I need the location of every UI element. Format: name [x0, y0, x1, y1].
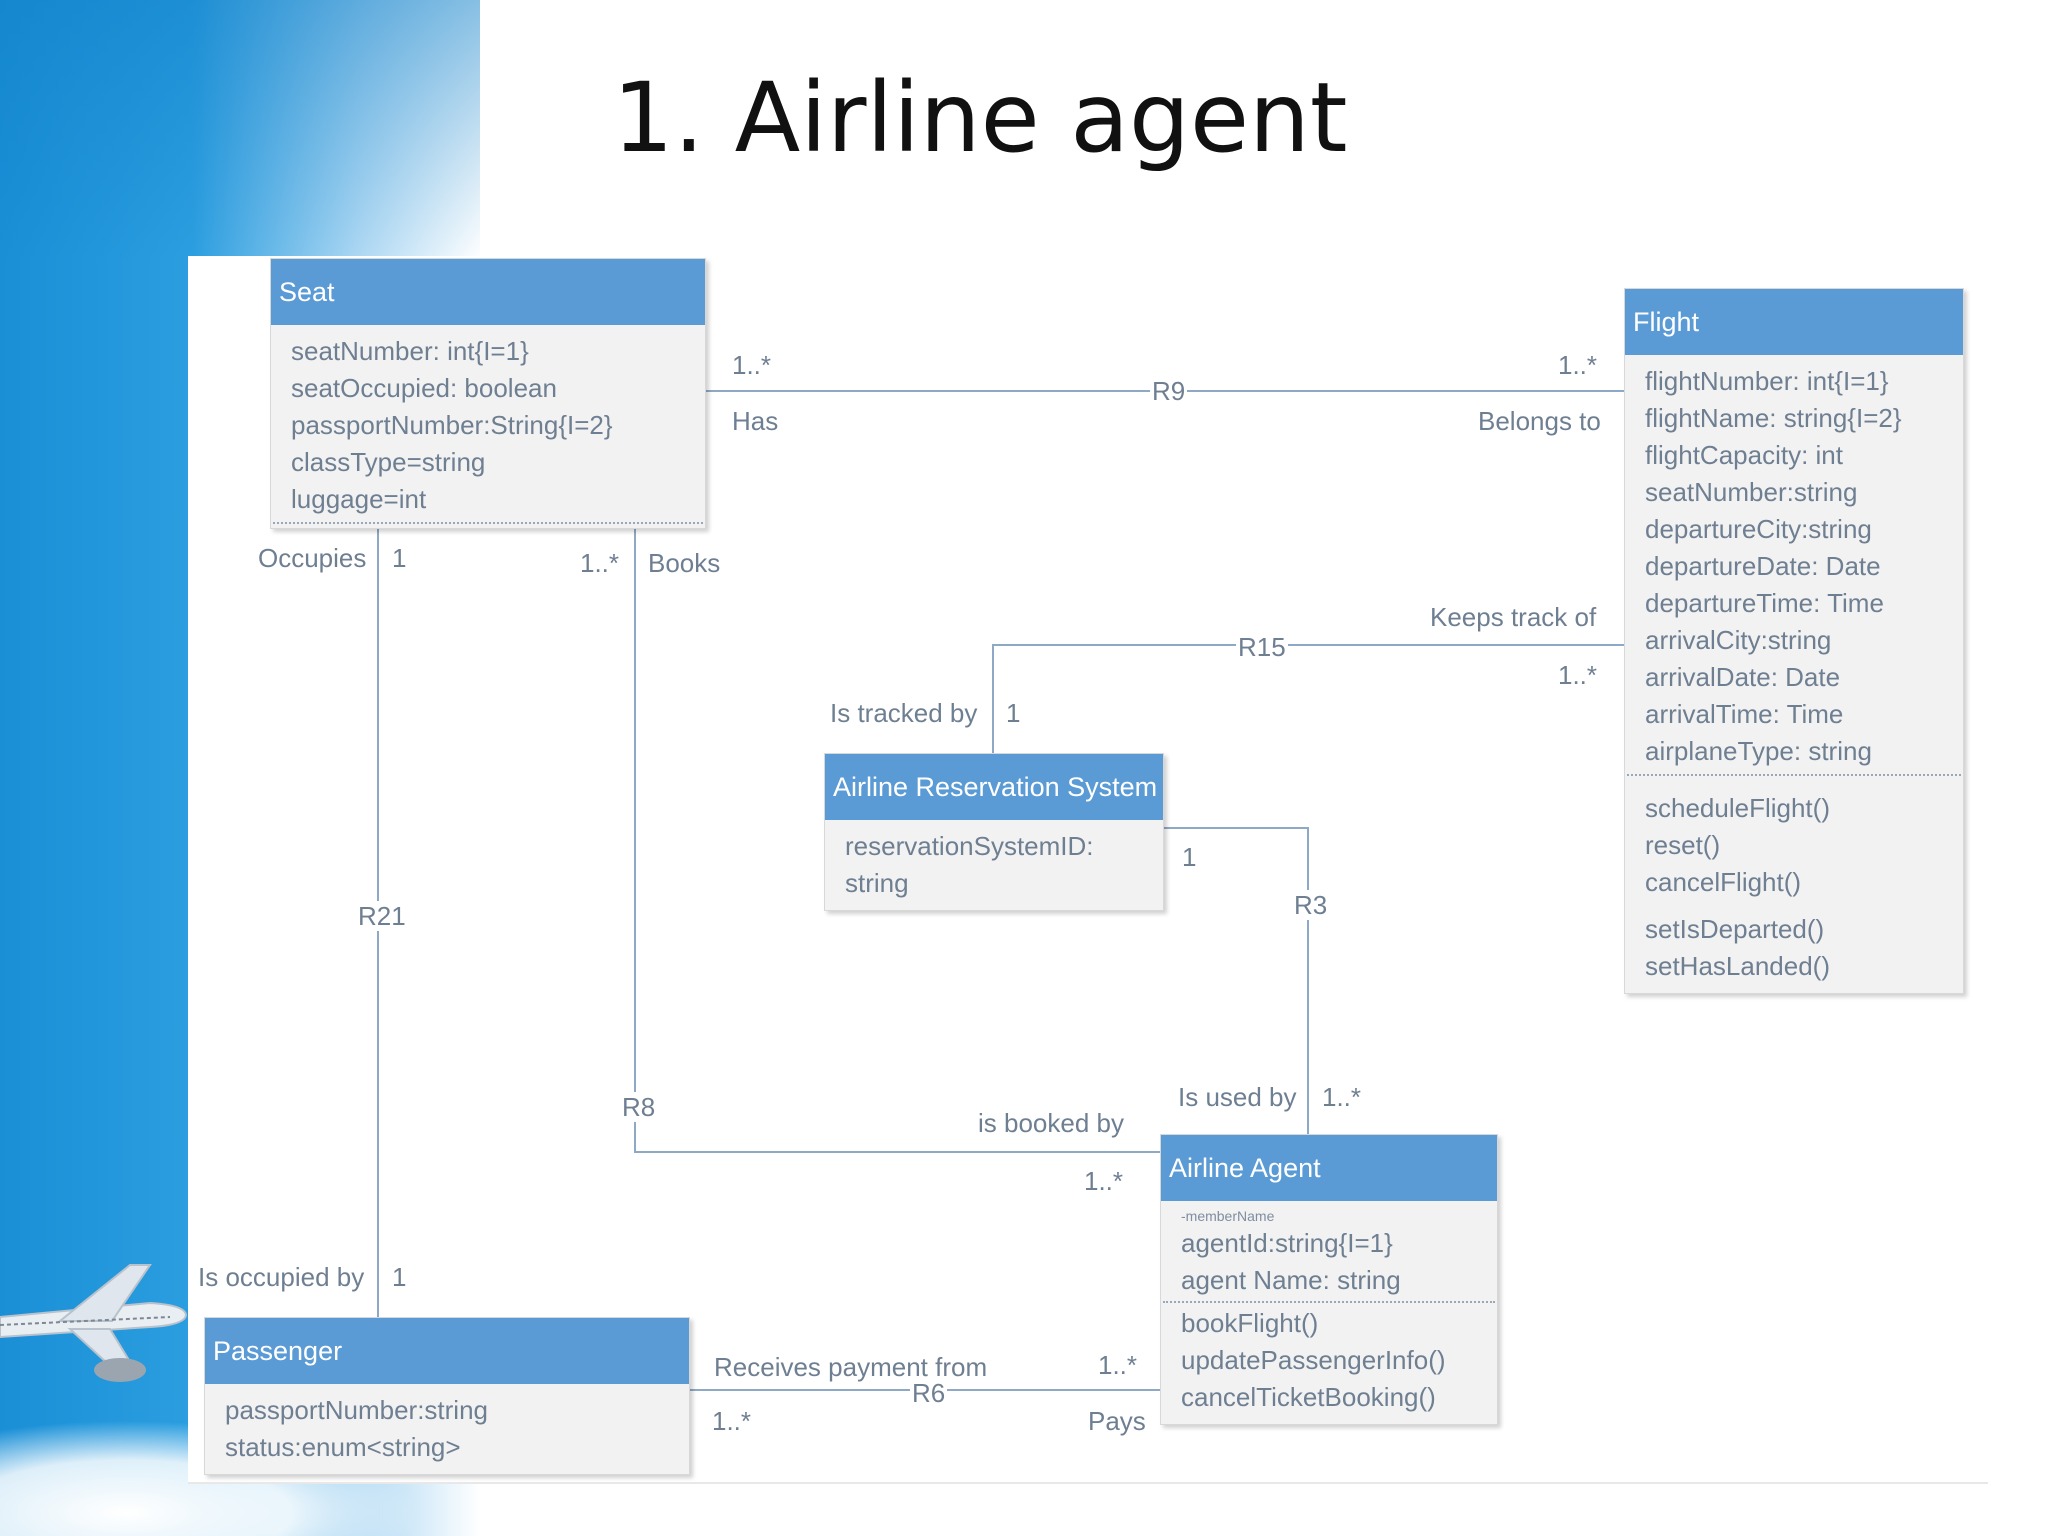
relationship-id-r8: R8	[620, 1092, 658, 1122]
relationship-id-r21: R21	[356, 901, 408, 931]
flight-attribute: departureTime: Time	[1645, 588, 1884, 618]
flight-attribute: arrivalCity:string	[1645, 625, 1832, 655]
seat-attribute: classType=string	[291, 447, 486, 477]
r3-agent-multiplicity: 1..*	[1322, 1082, 1362, 1112]
flight-divider	[1627, 774, 1961, 776]
r9-seat-multiplicity: 1..*	[732, 350, 772, 380]
flight-attribute: flightName: string{I=2}	[1645, 403, 1902, 433]
r21-passenger-role: Is occupied by	[198, 1262, 365, 1292]
flight-attribute: flightNumber: int{I=1}	[1645, 366, 1889, 396]
relationship-id-r9: R9	[1150, 376, 1188, 406]
flight-attribute: flightCapacity: int	[1645, 440, 1843, 470]
flight-attribute: seatNumber:string	[1645, 477, 1858, 507]
r3-agent-role: Is used by	[1178, 1082, 1297, 1112]
reservation-system-attribute: reservationSystemID:	[845, 831, 1094, 861]
flight-operation: scheduleFlight()	[1645, 793, 1830, 823]
class-passenger[interactable]: Passenger passportNumber:string status:e…	[204, 1317, 690, 1475]
r6-agent-role: Pays	[1088, 1406, 1146, 1436]
class-passenger-name: Passenger	[205, 1318, 689, 1384]
class-seat[interactable]: Seat seatNumber: int{I=1} seatOccupied: …	[270, 258, 706, 529]
slide-background-shade	[0, 0, 480, 260]
class-airline-agent-name: Airline Agent	[1161, 1135, 1497, 1201]
r15-line	[992, 644, 1625, 753]
class-seat-name: Seat	[271, 259, 705, 325]
flight-operation: cancelFlight()	[1645, 867, 1802, 897]
seat-attribute: passportNumber:String{I=2}	[291, 410, 613, 440]
r6-passenger-multiplicity: 1..*	[712, 1406, 752, 1436]
flight-attribute: arrivalDate: Date	[1645, 662, 1841, 692]
class-reservation-system-name: Airline Reservation System	[825, 754, 1163, 820]
seat-attribute: luggage=int	[291, 484, 427, 514]
r9-flight-role: Belongs to	[1478, 406, 1601, 436]
passenger-attribute: status:enum<string>	[225, 1432, 461, 1462]
r8-agent-multiplicity: 1..*	[1084, 1166, 1124, 1196]
agent-stereotype: -memberName	[1181, 1208, 1275, 1224]
flight-attribute: arrivalTime: Time	[1645, 699, 1844, 729]
r15-system-multiplicity: 1	[1006, 698, 1021, 728]
r8-line	[634, 520, 1160, 1153]
r9-flight-multiplicity: 1..*	[1558, 350, 1598, 380]
agent-operation: bookFlight()	[1181, 1308, 1319, 1338]
class-flight-name: Flight	[1625, 289, 1963, 355]
flight-operation: setIsDeparted()	[1645, 914, 1825, 944]
relationship-id-r15: R15	[1236, 632, 1288, 662]
agent-attribute: agent Name: string	[1181, 1265, 1401, 1295]
flight-attribute: departureCity:string	[1645, 514, 1872, 544]
r21-seat-role: Occupies	[258, 543, 367, 573]
reservation-system-attribute: string	[845, 868, 909, 898]
agent-divider	[1163, 1301, 1495, 1303]
class-flight[interactable]: Flight flightNumber: int{I=1} flightName…	[1624, 288, 1964, 994]
relationship-id-r3: R3	[1292, 890, 1330, 920]
r21-seat-multiplicity: 1	[392, 543, 407, 573]
agent-attribute: agentId:string{I=1}	[1181, 1228, 1393, 1258]
r8-seat-multiplicity: 1..*	[580, 548, 620, 578]
r9-seat-role: Has	[732, 406, 779, 436]
flight-operation: setHasLanded()	[1645, 951, 1830, 981]
r6-agent-multiplicity: 1..*	[1098, 1350, 1138, 1380]
panel-bottom-rule	[188, 1482, 1988, 1484]
airplane-icon	[0, 1264, 188, 1382]
r8-agent-role: is booked by	[978, 1108, 1124, 1138]
seat-attribute: seatNumber: int{I=1}	[291, 336, 529, 366]
seat-divider	[273, 522, 703, 524]
r6-passenger-role: Receives payment from	[714, 1352, 988, 1382]
r15-flight-multiplicity: 1..*	[1558, 660, 1598, 690]
flight-attribute: airplaneType: string	[1645, 736, 1872, 766]
class-airline-agent[interactable]: Airline Agent -memberName agentId:string…	[1160, 1134, 1498, 1425]
slide-title: 1. Airline agent	[612, 62, 1348, 174]
r21-passenger-multiplicity: 1	[392, 1262, 407, 1292]
seat-attribute: seatOccupied: boolean	[291, 373, 557, 403]
r15-system-role: Is tracked by	[830, 698, 978, 728]
passenger-attribute: passportNumber:string	[225, 1395, 488, 1425]
relationship-id-r6: R6	[910, 1378, 948, 1408]
r3-system-multiplicity: 1	[1182, 842, 1197, 872]
r3-line	[1162, 827, 1309, 1135]
flight-attribute: departureDate: Date	[1645, 551, 1881, 581]
agent-operation: cancelTicketBooking()	[1181, 1382, 1436, 1412]
agent-operation: updatePassengerInfo()	[1181, 1345, 1446, 1375]
r15-flight-role: Keeps track of	[1430, 602, 1597, 632]
r8-seat-role: Books	[648, 548, 721, 578]
flight-operation: reset()	[1645, 830, 1721, 860]
class-reservation-system[interactable]: Airline Reservation System reservationSy…	[824, 753, 1164, 911]
